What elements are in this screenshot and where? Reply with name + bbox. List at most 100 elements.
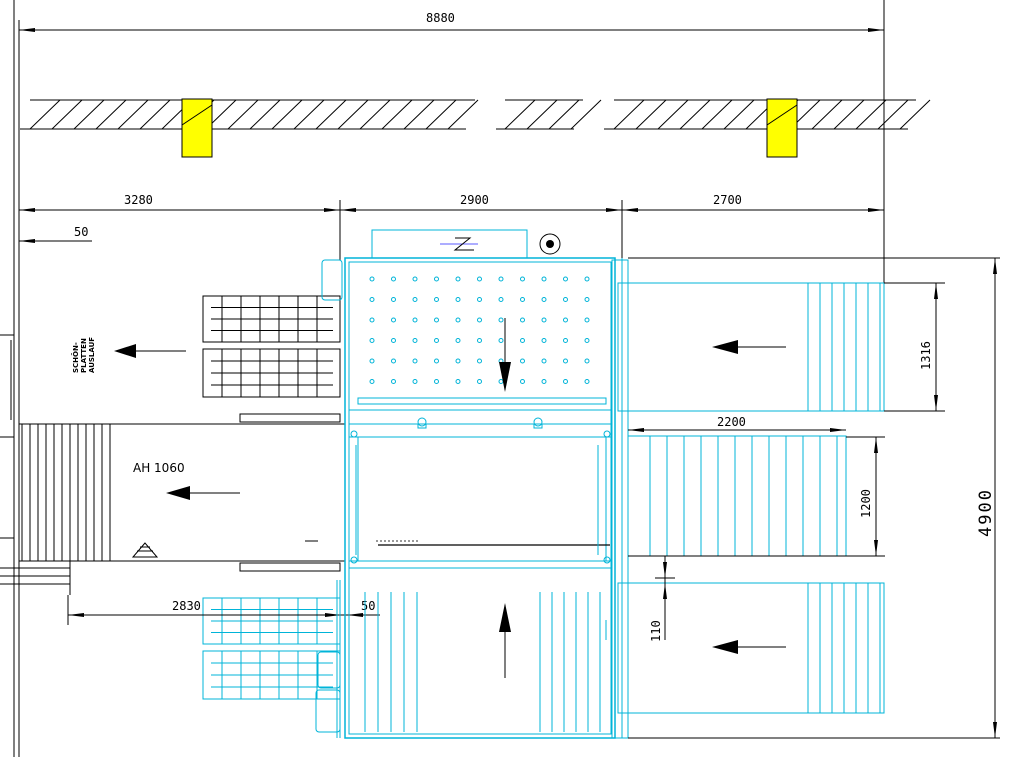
hatch-stroke [381,99,413,130]
hatch-stroke [117,99,149,130]
perforation-dot [563,297,568,302]
perforation-dot [455,338,461,343]
perforation-dot [584,338,590,343]
machine-arrow-icon [166,486,240,500]
hatch-stroke [570,99,602,130]
perforation-dot [391,276,396,282]
perforation-dot [584,297,590,302]
perforation-dot [520,317,525,323]
dimension-110-text: 110 [649,620,663,642]
perforation-dot [541,338,547,343]
perforation-dot [498,317,504,323]
perforation-dot [477,338,482,343]
dimension-left-offset: 50 [19,225,92,243]
perforation-dot [455,276,461,282]
hatch-stroke [227,99,259,130]
hatch-stroke [315,99,347,130]
target-circle-icon [539,233,561,255]
outfeed-line3: AUSLAUF [88,337,96,373]
perforation-dot [434,379,439,384]
dimension-4900-text: 4900 [976,488,996,537]
perforation-dot [498,297,504,302]
perforation-dot [455,317,461,323]
perforation-dot [391,338,396,343]
dimension-lower-50-text: 50 [361,599,375,613]
hatch-stroke [504,99,536,130]
right-conveyor-lower [617,582,885,714]
perforation-dot [541,276,547,282]
perforation-dot [391,358,396,364]
perforation-dot [520,297,525,302]
dimension-8880-text: 8880 [426,11,455,25]
perforation-dot [412,276,418,282]
hatch-stroke [833,99,865,130]
perforation-dot [434,297,439,302]
perforation-dot [369,317,375,323]
triangle-marker-icon [131,542,159,558]
hatch-stroke [95,99,127,130]
hatch-stroke [447,99,479,130]
perforation-dot [434,276,439,282]
perforation-dot [391,297,396,302]
perforation-dot [412,297,418,302]
perforation-dot [477,379,482,384]
hatch-stroke [723,99,755,130]
arrow-down-icon [499,318,511,392]
perforation-dot [541,379,547,384]
dimension-3280-text: 3280 [124,193,153,207]
perforation-dot [541,317,547,323]
hatch-stroke [139,99,171,130]
perforation-dot [477,358,482,364]
pallet [202,295,341,343]
hatch-stroke [548,99,580,130]
pallet-stack-lower [202,597,341,700]
hatch-stroke [73,99,105,130]
perforation-dot [455,379,461,384]
perforation-dot [455,358,461,364]
outfeed-label: SCHÖN- PLATTEN AUSLAUF [71,337,96,373]
right-lower-arrow-icon [712,640,786,654]
perforation-dot [584,358,590,364]
perforation-dot [477,276,482,282]
hatch-stroke [51,99,83,130]
perforation-dot [369,276,375,282]
perforation-dot [412,379,418,384]
pallet-stack-upper [202,295,341,398]
hatch-stroke [701,99,733,130]
dimension-2700-text: 2700 [713,193,742,207]
machine-ah1060-area: AH 1060 [0,413,345,595]
perforation-dot [412,317,418,323]
chevron-symbol-icon [440,237,478,251]
pallet [202,348,341,398]
perforation-dot [391,317,396,323]
dimension-1316-text: 1316 [919,341,933,370]
central-machine [315,229,616,739]
outfeed-line2: PLATTEN [80,338,88,373]
hatch-stroke [271,99,303,130]
perforation-dot [584,317,590,323]
machine-ah1060-label: AH 1060 [133,461,185,475]
perforation-dot [477,297,482,302]
hatch-stroke [425,99,457,130]
perforation-dot [584,276,590,282]
arrow-up-icon [499,603,511,678]
perforation-dot [434,317,439,323]
right-conveyor-middle [627,435,847,557]
hatch-stroke [657,99,689,130]
hatched-wall [20,99,931,130]
perforation-dot [434,338,439,343]
dimension-2200-text: 2200 [717,415,746,429]
perforation-dot [541,358,547,364]
hatch-stroke [337,99,369,130]
dimension-2900-text: 2900 [460,193,489,207]
perforation-dot [541,297,547,302]
outfeed-arrow-icon [114,344,186,358]
perforation-dot [563,317,568,323]
perforation-dot [520,358,525,364]
dimension-total-width: 8880 [19,0,885,285]
dimension-50-text: 50 [74,225,88,239]
perforation-dot [563,379,568,384]
perforation-dot [520,276,525,282]
hatch-stroke [679,99,711,130]
dimension-right: 1316 2200 1200 110 4900 [628,258,997,738]
